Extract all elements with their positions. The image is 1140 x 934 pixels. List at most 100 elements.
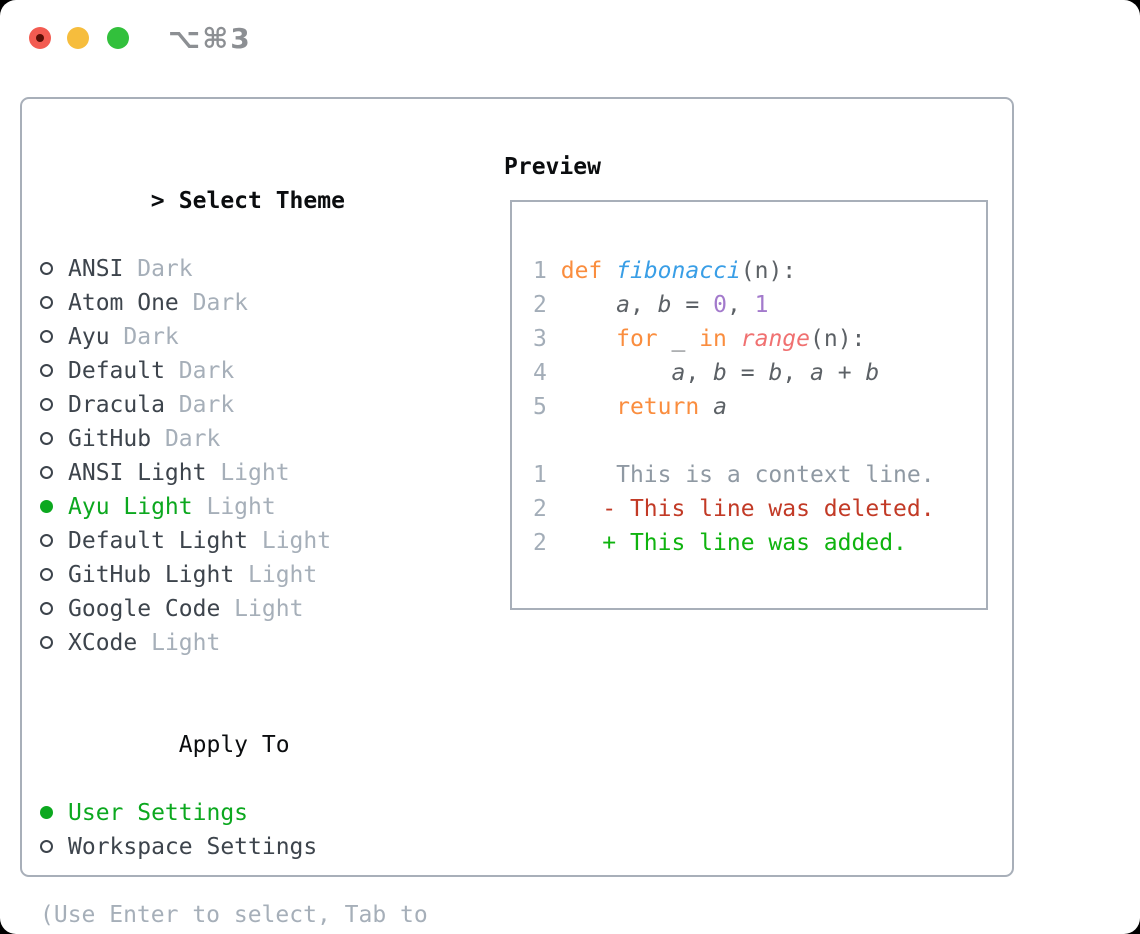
line-number: 5	[533, 394, 547, 420]
code-token: a	[616, 292, 630, 318]
theme-name: ANSI	[68, 256, 124, 282]
theme-option-ansi-light[interactable]: ANSI Light Light	[40, 456, 500, 490]
apply-to-heading-row: Apply To	[40, 694, 500, 796]
diff-text: + This line was added.	[546, 530, 907, 556]
titlebar: ⌥⌘3	[0, 0, 1140, 70]
theme-option-github-light[interactable]: GitHub Light Light	[40, 558, 500, 592]
select-theme-heading-row: >Select Theme	[40, 150, 500, 252]
code-token	[602, 258, 616, 284]
theme-variant: Light	[192, 494, 276, 520]
apply-option-label: User Settings	[68, 800, 249, 826]
minimize-button-icon[interactable]	[67, 27, 89, 49]
theme-name: ANSI Light	[68, 460, 207, 486]
window-shortcut-label: ⌥⌘3	[168, 22, 252, 55]
line-number: 3	[533, 326, 547, 352]
diff-text: This is a context line.	[546, 462, 935, 488]
code-token: ,	[726, 292, 755, 318]
radio-icon	[40, 466, 53, 479]
apply-option-workspace-settings[interactable]: Workspace Settings	[40, 830, 500, 864]
line-number: 2	[533, 292, 547, 318]
code-token	[727, 326, 741, 352]
theme-option-default[interactable]: Default Dark	[40, 354, 500, 388]
radio-icon	[40, 330, 53, 343]
theme-name: XCode	[68, 630, 138, 656]
theme-variant: Dark	[164, 392, 235, 418]
diff-line-added: 2 + This line was added.	[533, 526, 986, 560]
code-token: def	[560, 258, 603, 284]
code-token	[547, 292, 616, 318]
code-token: ,	[685, 360, 714, 386]
code-token: for	[616, 326, 658, 352]
radio-icon	[40, 432, 53, 445]
code-token: a	[810, 360, 824, 386]
code-token	[699, 394, 713, 420]
code-token: (n):	[740, 258, 797, 284]
code-line: 2 a, b = 0, 1	[533, 288, 986, 322]
line-number: 1	[533, 258, 547, 284]
code-token: _	[657, 326, 700, 352]
radio-icon	[40, 806, 53, 819]
theme-name: GitHub Light	[68, 562, 235, 588]
theme-variant: Light	[234, 562, 318, 588]
radio-icon	[40, 262, 53, 275]
theme-name: Dracula	[68, 392, 165, 418]
spacer	[533, 424, 986, 458]
apply-option-user-settings[interactable]: User Settings	[40, 796, 500, 830]
theme-option-atom-one[interactable]: Atom One Dark	[40, 286, 500, 320]
code-token: =	[726, 360, 769, 386]
diff-sample: 1 This is a context line. 2 - This line w…	[533, 458, 986, 560]
spacer	[40, 660, 500, 694]
radio-icon	[40, 534, 53, 547]
spacer	[40, 864, 500, 898]
code-token: 1	[754, 292, 769, 318]
code-token: range	[740, 326, 811, 352]
preview-title: Preview	[504, 154, 601, 180]
code-token: ,	[629, 292, 658, 318]
theme-variant: Dark	[164, 358, 235, 384]
code-token	[547, 360, 672, 386]
theme-option-xcode[interactable]: XCode Light	[40, 626, 500, 660]
theme-variant: Light	[206, 460, 290, 486]
theme-name: Atom One	[68, 290, 179, 316]
radio-icon	[40, 398, 53, 411]
theme-variant: Dark	[178, 290, 249, 316]
theme-option-default-light[interactable]: Default Light Light	[40, 524, 500, 558]
radio-icon	[40, 568, 53, 581]
theme-variant: Light	[137, 630, 221, 656]
theme-option-github[interactable]: GitHub Dark	[40, 422, 500, 456]
line-number: 1	[533, 462, 547, 488]
theme-variant: Dark	[151, 426, 221, 452]
radio-icon	[40, 602, 53, 615]
code-token: b	[768, 360, 783, 386]
theme-variant: Dark	[123, 256, 193, 282]
code-token: a	[671, 360, 686, 386]
prompt-icon: >	[150, 188, 165, 214]
line-number: 2	[533, 530, 547, 556]
theme-name: Ayu Light	[68, 494, 193, 520]
zoom-button-icon[interactable]	[107, 27, 129, 49]
theme-option-ayu-light[interactable]: Ayu Light Light	[40, 490, 500, 524]
theme-option-ayu[interactable]: Ayu Dark	[40, 320, 500, 354]
theme-option-dracula[interactable]: Dracula Dark	[40, 388, 500, 422]
theme-name: Default Light	[68, 528, 249, 554]
theme-name: GitHub	[68, 426, 152, 452]
theme-option-google-code[interactable]: Google Code Light	[40, 592, 500, 626]
code-token: in	[699, 326, 727, 352]
theme-variant: Light	[248, 528, 332, 554]
code-token: =	[671, 292, 714, 318]
code-token: +	[823, 360, 866, 386]
diff-line-deleted: 2 - This line was deleted.	[533, 492, 986, 526]
code-token: b	[657, 292, 672, 318]
apply-to-title: Apply To	[178, 732, 290, 758]
code-token: (n):	[810, 326, 866, 352]
theme-option-ansi[interactable]: ANSI Dark	[40, 252, 500, 286]
radio-icon	[40, 296, 53, 309]
theme-variant: Light	[220, 596, 304, 622]
close-button-icon[interactable]	[29, 27, 51, 49]
code-line: 3 for _ in range(n):	[533, 322, 986, 356]
code-token: a	[713, 394, 727, 420]
